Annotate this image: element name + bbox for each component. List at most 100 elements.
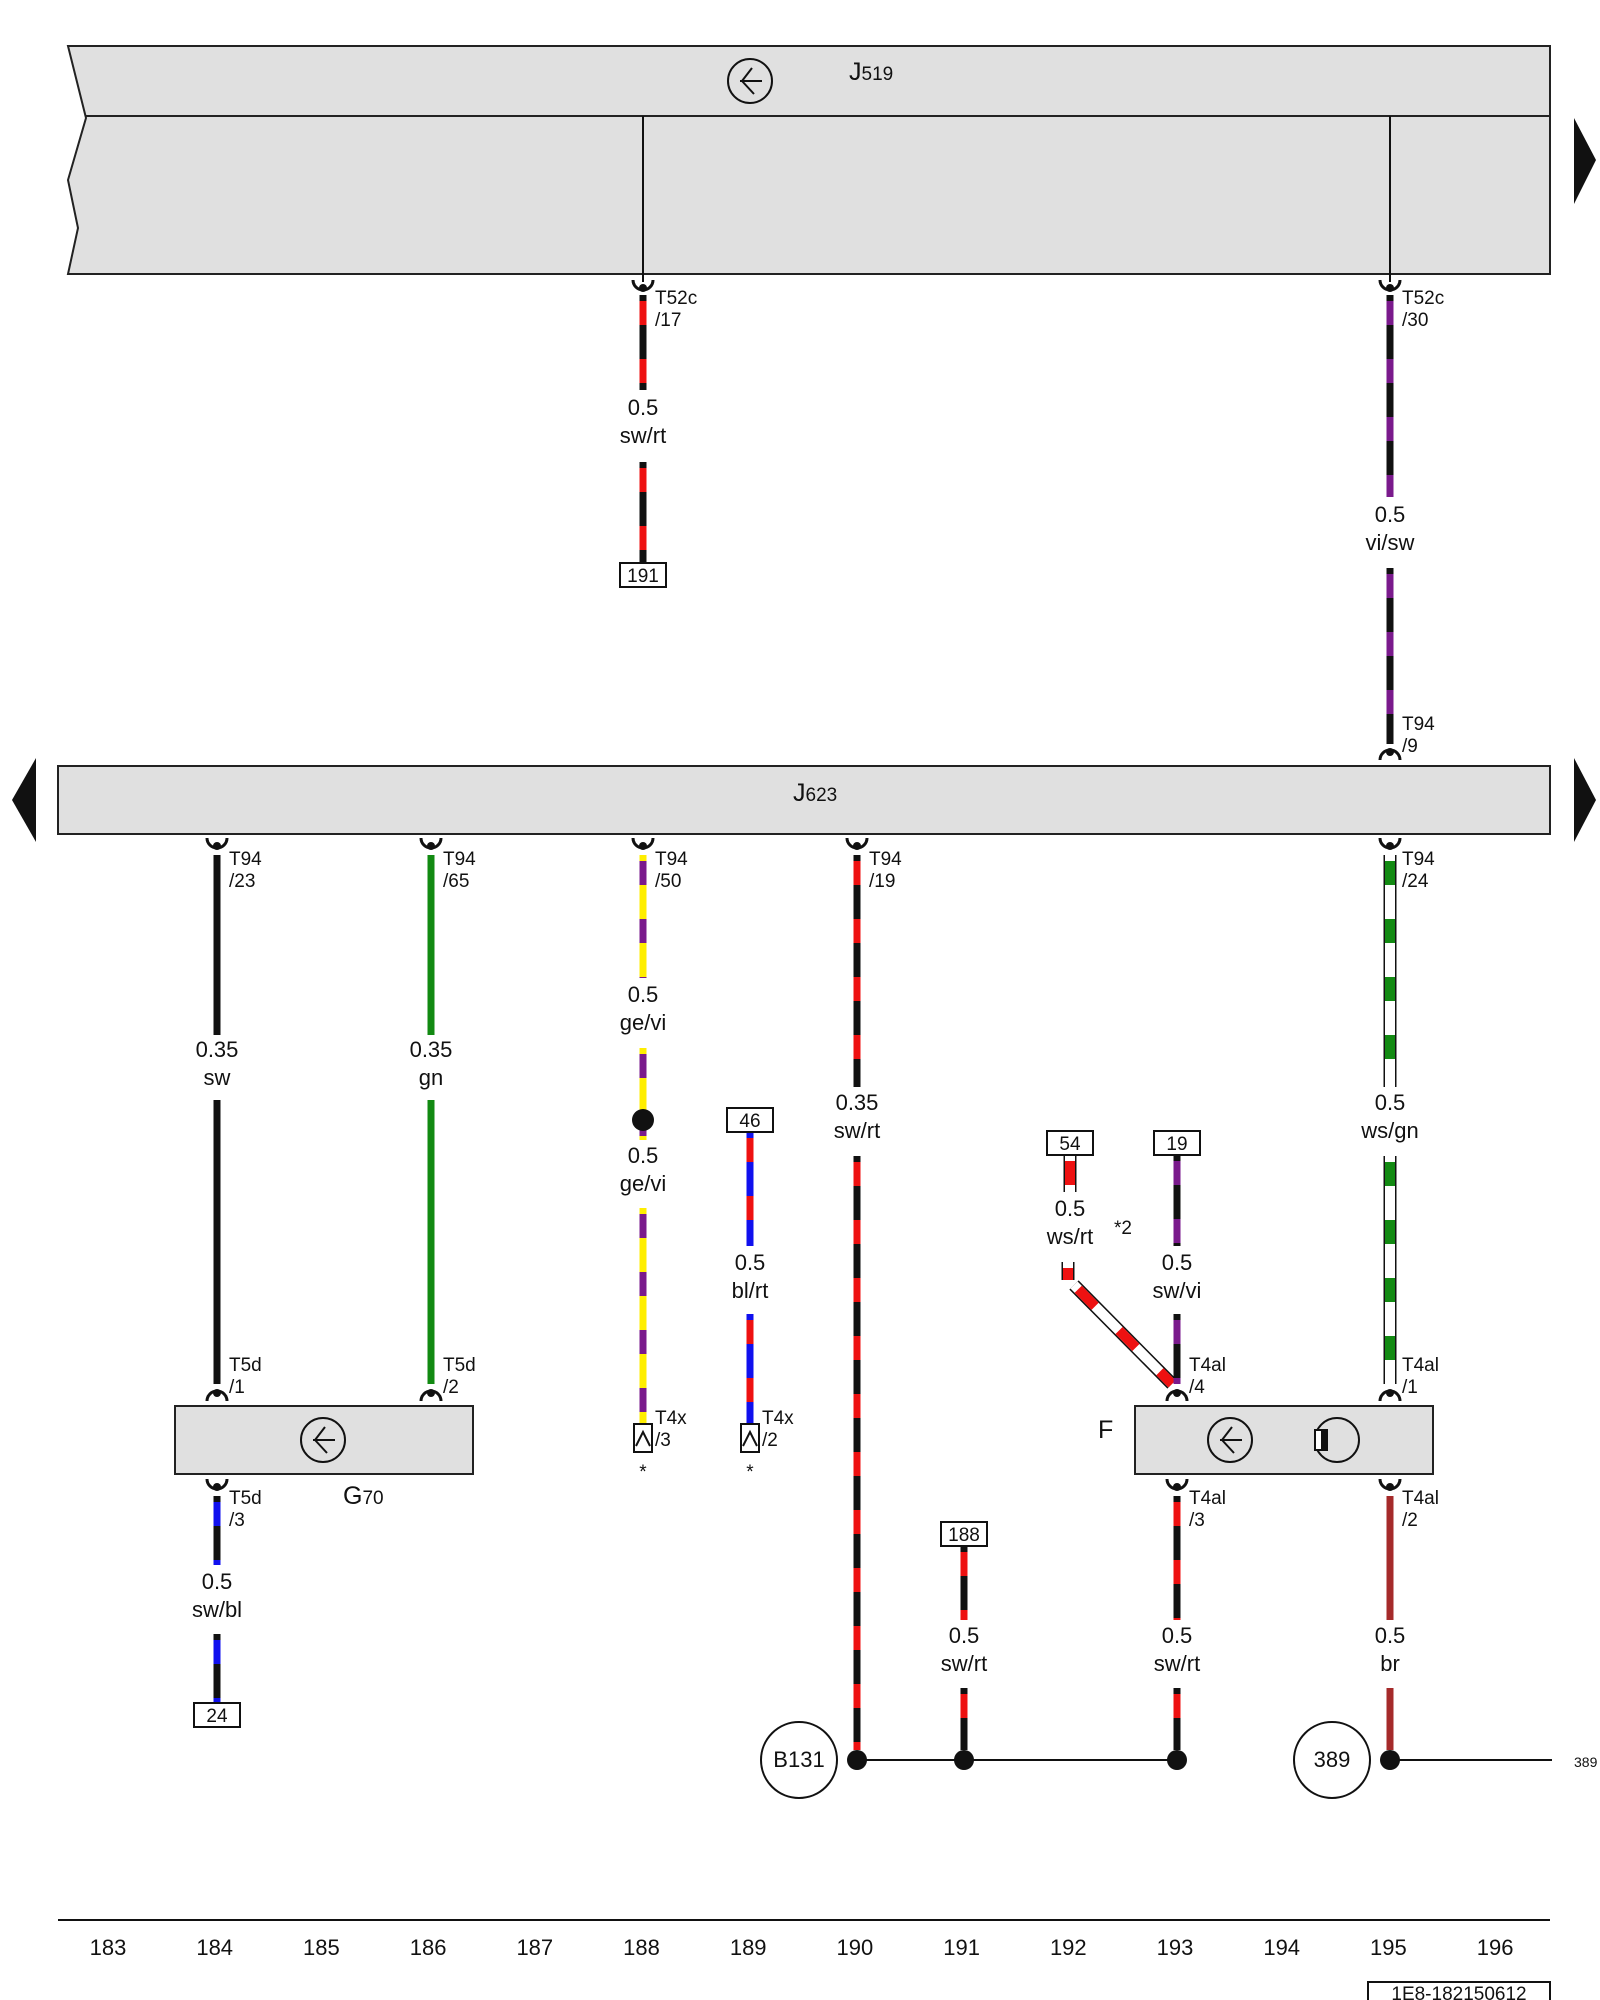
pin-label: T4al/3: [1189, 1488, 1226, 1531]
footnote-marker: *2: [1114, 1218, 1132, 1239]
ref-box-19[interactable]: 19: [1153, 1130, 1201, 1156]
pin-label: T52c/17: [655, 288, 697, 331]
pin-icon: [205, 1478, 229, 1491]
column-number: 193: [1157, 1935, 1194, 1960]
reference-boxes[interactable]: 191 46 54 19 188 24: [193, 562, 1201, 1728]
pin-icon: [1378, 279, 1402, 292]
splice-dot: [847, 1750, 867, 1770]
module-j519[interactable]: J519: [66, 45, 1551, 282]
column-number: 192: [1050, 1935, 1087, 1960]
column-number: 189: [730, 1935, 767, 1960]
column-number: 190: [837, 1935, 874, 1960]
ground-point-b131[interactable]: B131: [760, 1721, 838, 1799]
module-j623[interactable]: J623: [57, 765, 1551, 835]
pin-label: T94/19: [869, 849, 902, 892]
splice-dot: [954, 1750, 974, 1770]
column-number: 191: [943, 1935, 980, 1960]
column-number: 195: [1370, 1935, 1407, 1960]
column-number: 194: [1263, 1935, 1300, 1960]
module-g70-label: G70: [343, 1482, 384, 1510]
pin-label: T5d/2: [443, 1355, 476, 1398]
pin-label: T4al/4: [1189, 1355, 1226, 1398]
pin-icon: [631, 279, 655, 292]
pin-icon: [419, 1389, 443, 1402]
pin-icon: [1378, 1389, 1402, 1402]
module-j519-label: J519: [849, 58, 893, 86]
switch-icon: [1314, 1417, 1360, 1463]
splice-dot: [1380, 1750, 1400, 1770]
column-number: 183: [90, 1935, 127, 1960]
column-number: 187: [516, 1935, 553, 1960]
sensor-icon: [300, 1417, 346, 1463]
column-number: 185: [303, 1935, 340, 1960]
pin-label: T4x/3: [655, 1408, 687, 1451]
column-number: 196: [1477, 1935, 1514, 1960]
svg-text:188: 188: [948, 1525, 980, 1546]
pin-label: T94/65: [443, 849, 476, 892]
module-j623-label: J623: [793, 779, 837, 807]
pin-labels: T52c/17 T52c/30 T94/9 T94/23 T94/65 T94/…: [229, 288, 1444, 1531]
svg-text:191: 191: [627, 566, 659, 587]
svg-text:54: 54: [1059, 1134, 1081, 1155]
ref-box-188[interactable]: 188: [940, 1521, 988, 1547]
module-g70[interactable]: G70: [174, 1405, 474, 1510]
pin-label: T5d/1: [229, 1355, 262, 1398]
pin-icon: [1378, 837, 1402, 850]
wires-layer: [213, 295, 1397, 1750]
pin-label: T94/24: [1402, 849, 1435, 892]
pin-label: T94/9: [1402, 714, 1435, 757]
pin-label: T94/50: [655, 849, 688, 892]
ground-label: 389: [1314, 1747, 1351, 1772]
ref-box-54[interactable]: 54: [1046, 1130, 1094, 1156]
svg-text:46: 46: [739, 1111, 760, 1132]
pin-icon: [205, 1389, 229, 1402]
option-star: *: [639, 1462, 647, 1483]
continuation-arrow-left-icon[interactable]: [12, 758, 36, 842]
pin-icon: [1165, 1478, 1189, 1491]
module-f-label: F: [1098, 1416, 1113, 1444]
ref-box-46[interactable]: 46: [726, 1107, 774, 1133]
pin-icon: [631, 837, 655, 850]
pin-icon: [1378, 1478, 1402, 1491]
column-number: 188: [623, 1935, 660, 1960]
option-star: *: [746, 1462, 754, 1483]
ref-box-24[interactable]: 24: [193, 1702, 241, 1728]
continuation-arrow-right-icon[interactable]: [1574, 758, 1596, 842]
pin-icon: [419, 837, 443, 850]
document-id-box: 1E8-182150612: [1367, 1981, 1551, 2000]
continuation-arrow-right-icon[interactable]: [1574, 118, 1596, 204]
pin-label: T4x/2: [762, 1408, 794, 1451]
sensor-icon: [727, 58, 773, 104]
pin-label: T52c/30: [1402, 288, 1444, 331]
edge-reference: 389: [1574, 1754, 1598, 1770]
plug-connector-icon: [633, 1423, 653, 1453]
ground-point-389[interactable]: 389: [1293, 1721, 1371, 1799]
pin-icon: [1378, 748, 1402, 761]
pin-icon: [1165, 1389, 1189, 1402]
pin-label: T4al/1: [1402, 1355, 1439, 1398]
column-number: 186: [410, 1935, 447, 1960]
module-f[interactable]: [1134, 1405, 1434, 1475]
ref-box-191[interactable]: 191: [619, 562, 667, 588]
splice-dots: [632, 1109, 1400, 1770]
pin-icon: [205, 837, 229, 850]
svg-text:19: 19: [1166, 1134, 1187, 1155]
wire-segment[interactable]: [1069, 1280, 1177, 1389]
